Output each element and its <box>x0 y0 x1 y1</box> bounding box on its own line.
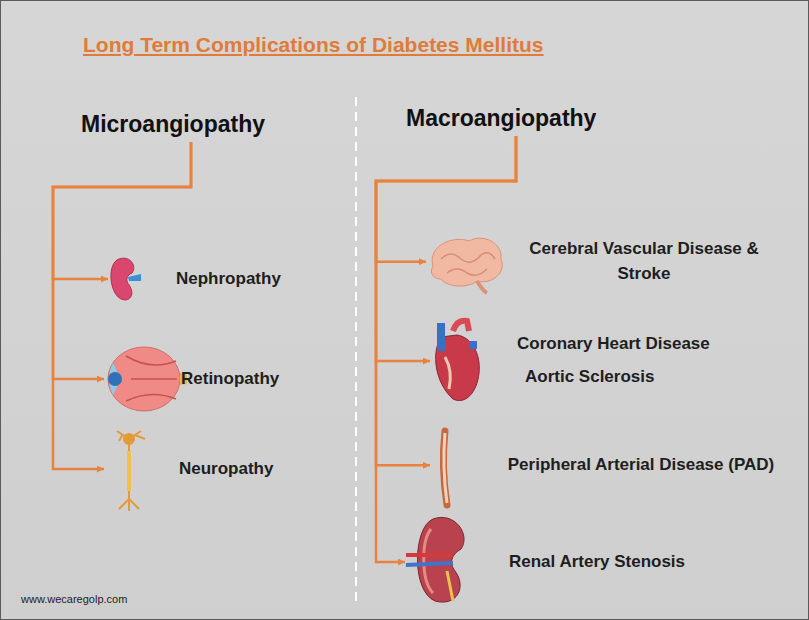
complication-item: Neuropathy <box>105 447 278 491</box>
group-heading: Microangiopathy <box>81 111 270 138</box>
neuron-icon <box>117 431 145 511</box>
group-heading-text: Microangiopathy <box>81 111 270 138</box>
complication-item: Renal Artery Stenosis <box>406 546 690 578</box>
divider-line <box>355 97 357 607</box>
brain-icon <box>431 238 502 293</box>
artery-icon <box>443 431 447 505</box>
complication-text: Nephropathy <box>176 267 285 292</box>
complication-text: Aortic Sclerosis <box>525 365 714 390</box>
complication-item: Nephropathy <box>109 258 285 300</box>
kidney-vessels-icon <box>406 517 464 602</box>
complication-item: Coronary Heart DiseaseAortic Sclerosis <box>431 329 714 393</box>
complication-text: Renal Artery Stenosis <box>509 550 690 575</box>
heart-icon <box>436 321 480 401</box>
complication-text: Coronary Heart Disease <box>517 332 714 357</box>
watermark: www.wecaregolp.com <box>21 593 127 605</box>
eye-icon <box>108 347 187 411</box>
complication-item: Cerebral Vascular Disease & Stroke <box>427 237 779 286</box>
complication-text: Peripheral Arterial Disease (PAD) <box>507 453 775 478</box>
branch-arrow <box>376 136 516 465</box>
diagram-title: Long Term Complications of Diabetes Mell… <box>83 33 544 57</box>
branch-arrow <box>53 142 191 469</box>
branch-arrow <box>376 136 516 361</box>
group-heading-text: Macroangiopathy <box>406 105 601 132</box>
branch-arrow <box>376 136 516 562</box>
complication-text: Neuropathy <box>179 457 278 482</box>
complication-item: Retinopathy <box>105 353 284 405</box>
kidney-icon <box>111 258 141 300</box>
complication-item: Peripheral Arterial Disease (PAD) <box>431 453 779 478</box>
complication-text: Cerebral Vascular Disease & Stroke <box>513 237 775 286</box>
branch-arrow <box>376 136 516 262</box>
complication-text: Retinopathy <box>181 367 284 392</box>
branch-arrow <box>53 142 191 279</box>
group-heading: Macroangiopathy <box>406 105 601 132</box>
branch-arrow <box>53 142 191 379</box>
